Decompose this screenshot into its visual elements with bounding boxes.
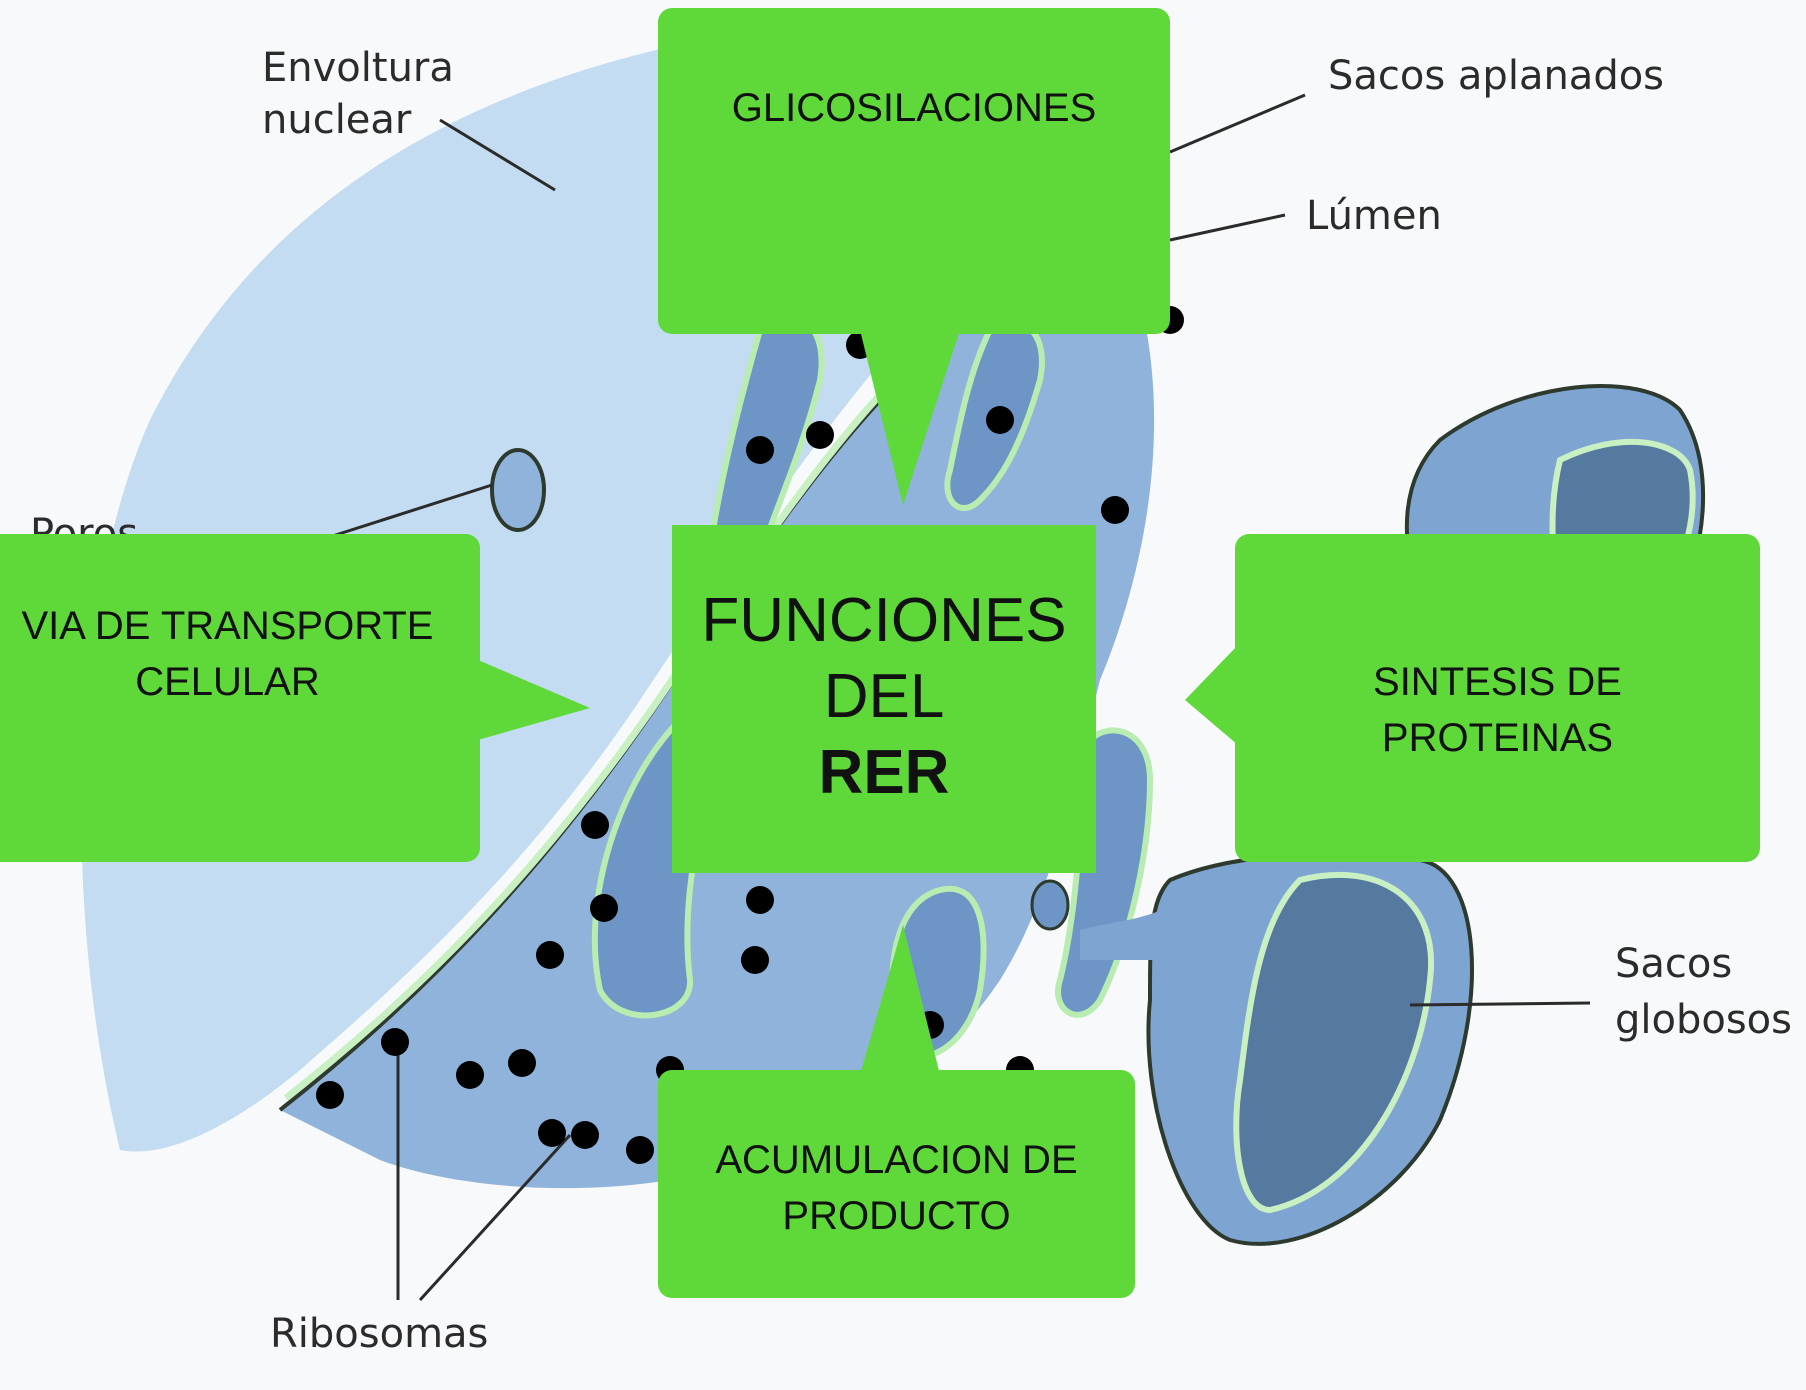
callout-right-line2: PROTEINAS (1381, 716, 1614, 760)
label-lumen: Lúmen (1306, 193, 1442, 239)
ribosome-dot (741, 946, 769, 974)
leader-ribosomas-2 (418, 1133, 572, 1302)
callout-right-line1: SINTESIS DE (1373, 660, 1622, 704)
pointer-left (478, 660, 590, 740)
callout-center-funciones: FUNCIONES DEL RER (672, 525, 1096, 873)
leader-envoltura (439, 118, 556, 192)
ribosome-dot (536, 941, 564, 969)
nuclear-pore (490, 448, 546, 532)
label-envoltura-2: nuclear (262, 97, 412, 143)
pointer-bottom (860, 925, 940, 1075)
center-line3: RER (818, 738, 950, 807)
sac-connector (1080, 900, 1200, 960)
leader-sacos-globosos (1409, 1001, 1591, 1007)
callout-bottom-line2: PRODUCTO (782, 1194, 1011, 1238)
ribosome-dot (590, 894, 618, 922)
leader-lumen (1169, 213, 1286, 242)
ribosome-dot (316, 1081, 344, 1109)
ribosome-dot (746, 886, 774, 914)
label-envoltura-1: Envoltura (262, 45, 454, 91)
ribosome-dot (806, 421, 834, 449)
leader-sacos-aplanados (1169, 93, 1306, 154)
callout-left-line1: VIA DE TRANSPORTE (21, 604, 434, 648)
ribosome-dot (986, 406, 1014, 434)
callout-left-line2: CELULAR (135, 660, 320, 704)
ribosome-dot (538, 1119, 566, 1147)
callout-top-text: GLICOSILACIONES (731, 86, 1097, 130)
ribosome-dot (381, 1028, 409, 1056)
callout-bottom-line1: ACUMULACION DE (715, 1138, 1078, 1182)
callout-top-glicosilaciones: GLICOSILACIONES (658, 8, 1170, 334)
pointer-top (860, 330, 960, 505)
callout-right-sintesis: SINTESIS DE PROTEINAS (1235, 534, 1760, 862)
ribosome-dot (456, 1061, 484, 1089)
label-sacos-globosos-2: globosos (1615, 997, 1792, 1043)
ribosome-dot (581, 811, 609, 839)
callout-bottom-acumulacion: ACUMULACION DE PRODUCTO (658, 1070, 1135, 1298)
center-line2: DEL (823, 662, 945, 731)
pointer-right (1185, 645, 1238, 745)
ribosome-dot (746, 436, 774, 464)
ribosome-dot (1101, 496, 1129, 524)
label-sacos-globosos-1: Sacos (1615, 941, 1733, 987)
center-line1: FUNCIONES (701, 586, 1067, 655)
leader-poros (319, 483, 493, 542)
label-sacos-aplanados: Sacos aplanados (1328, 53, 1665, 99)
ribosome-dot (508, 1049, 536, 1077)
callout-left-transporte: VIA DE TRANSPORTE CELULAR (0, 534, 480, 862)
label-ribosomas: Ribosomas (270, 1311, 489, 1357)
ribosome-dot (571, 1121, 599, 1149)
ribosome-dot (626, 1136, 654, 1164)
